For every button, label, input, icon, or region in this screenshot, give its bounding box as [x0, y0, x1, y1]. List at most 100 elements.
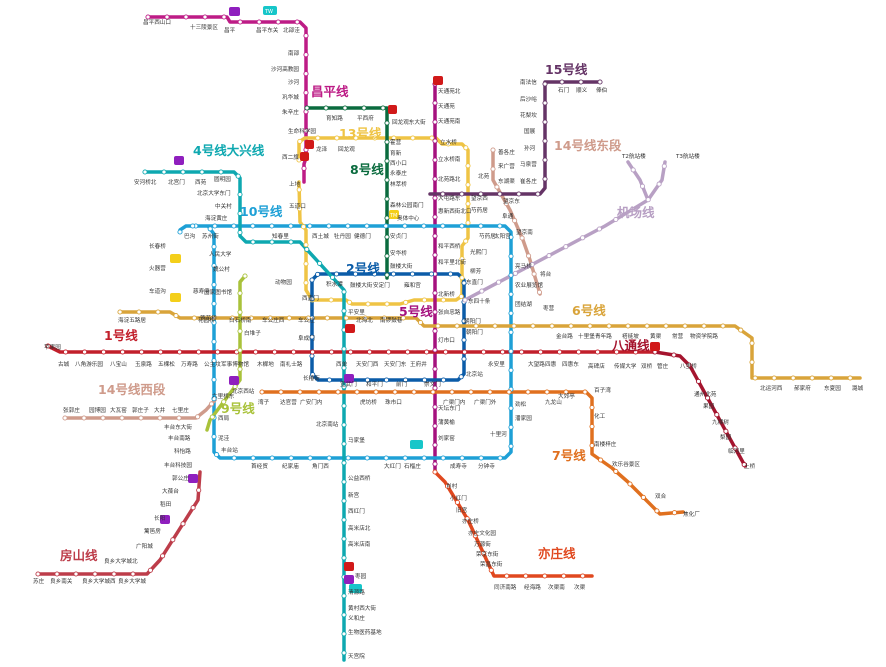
station-dot: [402, 223, 408, 229]
station-label: 义和庄: [348, 614, 365, 622]
station-dot: [463, 238, 469, 244]
station-dot: [465, 182, 471, 188]
station-label: 立水桥: [440, 138, 457, 146]
station-label: 石门: [558, 86, 570, 94]
station-dot: [81, 415, 87, 421]
badge-red-marker: [388, 105, 397, 114]
station-label: 永安里: [488, 360, 505, 368]
station-dot: [492, 323, 498, 329]
station-dot: [341, 612, 347, 618]
station-dot: [447, 271, 454, 277]
station-dot: [440, 377, 447, 383]
station-label: 万源街: [474, 540, 491, 548]
station-dot: [199, 169, 205, 175]
station-dot: [494, 184, 500, 190]
station-dot: [462, 297, 468, 303]
station-dot: [701, 323, 707, 329]
station-label: 良乡大学城西: [82, 577, 116, 585]
station-dot: [432, 469, 438, 475]
station-label: 白石桥南: [229, 316, 252, 324]
station-dot: [155, 309, 161, 315]
station-dot: [157, 415, 163, 421]
station-label: 孙河: [524, 144, 536, 152]
station-dot: [229, 315, 235, 321]
station-dot: [209, 414, 215, 420]
station-dot: [526, 253, 532, 259]
station-label: 安贞门: [390, 232, 407, 240]
line-13: [297, 136, 470, 306]
station-label: 西小口: [390, 159, 407, 167]
station-label: 巩华城: [282, 93, 299, 101]
station-dot: [310, 372, 316, 378]
station-label: 常营: [672, 332, 684, 340]
station-dot: [341, 555, 347, 561]
station-label: 通州北苑: [694, 390, 717, 398]
station-dot: [259, 389, 265, 395]
station-dot: [595, 349, 601, 355]
station-dot: [303, 242, 309, 248]
station-dot: [432, 100, 438, 106]
station-label: 石榴庄: [404, 462, 421, 470]
station-label: 巴沟: [184, 232, 196, 240]
station-dot: [211, 301, 217, 307]
station-dot: [432, 176, 438, 182]
station-dot: [294, 19, 300, 25]
station-label: 后沙峪: [520, 95, 537, 103]
station-label: 科怡路: [174, 447, 191, 455]
station-dot: [100, 415, 106, 421]
station-dot: [732, 445, 738, 451]
station-dot: [267, 315, 273, 321]
line-changping: [146, 15, 308, 184]
station-label: 荣昌东街: [480, 560, 503, 568]
station-dot: [286, 315, 292, 321]
label-line-5: 5号线: [399, 304, 433, 319]
station-dot: [303, 52, 309, 58]
station-label: 木樨地: [257, 360, 274, 368]
station-label: 郝家府: [794, 384, 811, 392]
station-label: 同济南路: [494, 583, 517, 591]
station-label: 达官营: [280, 398, 297, 406]
station-label: 角门西: [312, 462, 329, 470]
station-label: 宣武门: [340, 380, 357, 388]
station-label: 北苑路北: [438, 175, 461, 183]
station-dot: [490, 147, 496, 153]
station-dot: [237, 347, 243, 353]
station-dot: [303, 261, 309, 267]
station-dot: [303, 71, 309, 77]
station-dot: [421, 297, 427, 303]
station-dot: [136, 309, 142, 315]
station-label: 育知路: [326, 114, 343, 122]
station-dot: [161, 169, 167, 175]
station-label: 阜通: [502, 212, 514, 220]
station-dot: [531, 271, 537, 277]
station-dot: [432, 385, 438, 391]
station-label: 广渠门内: [443, 398, 466, 406]
label-line-15: 15号线: [545, 62, 588, 77]
station-label: 安河桥北: [134, 178, 157, 186]
station-label: 回龙观: [338, 145, 355, 153]
station-label: 崔各庄: [520, 177, 537, 185]
station-dot: [461, 337, 467, 343]
station-dot: [342, 105, 348, 111]
station-label: 枣营: [543, 304, 555, 312]
station-dot: [191, 315, 197, 321]
station-dot: [563, 244, 569, 250]
station-dot: [481, 349, 487, 355]
station-dot: [443, 349, 449, 355]
station-label: 南锣鼓巷: [380, 316, 403, 324]
station-dot: [211, 282, 217, 288]
station-dot: [221, 14, 227, 20]
station-label: 土桥: [744, 462, 756, 470]
station-label: 龙泽: [316, 145, 328, 153]
station-dot: [497, 191, 503, 197]
station-dot: [535, 191, 541, 197]
station-dot: [432, 442, 438, 448]
station-label: 广渠门外: [474, 398, 497, 406]
station-dot: [563, 389, 569, 395]
station-dot: [459, 191, 465, 197]
station-dot: [180, 169, 186, 175]
station-label: 昌平: [224, 27, 236, 34]
station-label: 良乡南关: [50, 577, 73, 585]
station-label: 青年路: [595, 332, 612, 340]
station-label: 平西府: [357, 114, 374, 122]
